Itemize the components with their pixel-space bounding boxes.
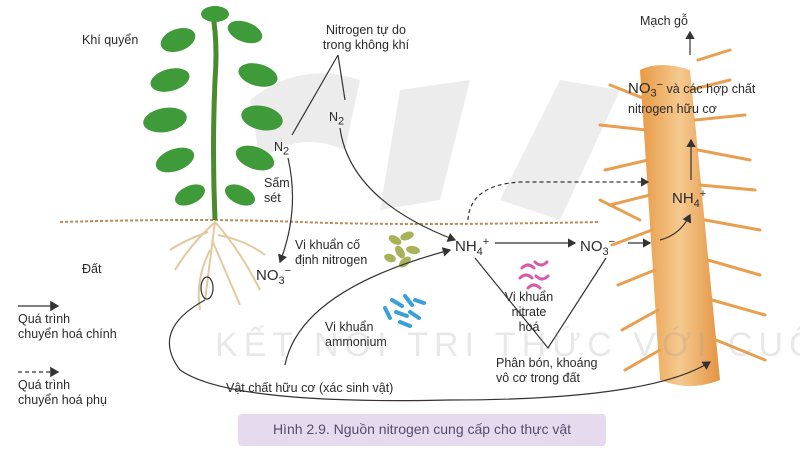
no3-top-sub: 3	[650, 87, 657, 100]
watermark-text: KẾT NỐI TRI THỨC VỚI CUỘC SỐNG	[215, 326, 800, 364]
no3-left-charge: −	[284, 265, 292, 277]
root-nodule-highlight	[200, 276, 214, 300]
no3-top-charge: −	[656, 79, 664, 91]
label-fixing-bacteria: Vi khuẩn cố định nitrogen	[295, 238, 368, 267]
plant-illustration	[143, 6, 283, 221]
figure-caption: Hình 2.9. Nguồn nitrogen cung cấp cho th…	[272, 421, 572, 437]
nitrate-bacteria-image	[518, 260, 550, 290]
label-atmosphere: Khí quyển	[82, 33, 139, 47]
label-nitrate-bacteria: Vi khuẩn nitrate hoá	[504, 290, 554, 334]
no3-center-sub: 3	[602, 246, 609, 258]
nitrogen-fixing-bacteria-image	[384, 231, 420, 268]
nh4-center-formula: NH	[455, 238, 477, 255]
no3-left-formula: NO	[256, 267, 279, 284]
soil-surface-line	[59, 219, 601, 225]
label-no3-and-compounds: NO3− và các hợp chất nitrogen hữu cơ	[628, 78, 755, 117]
label-organic-matter: Vật chất hữu cơ (xác sinh vật)	[226, 381, 394, 395]
watermark-logo	[250, 73, 620, 220]
label-free-nitrogen: Nitrogen tự do trong không khí	[322, 23, 410, 52]
no3-center: NO3−	[580, 236, 615, 258]
no3-left-sub: 3	[278, 275, 285, 287]
label-soil: Đất	[82, 262, 102, 276]
n2-left-symbol: N	[274, 140, 284, 154]
nh4-root: NH4+	[672, 188, 706, 210]
no3-center-formula: NO	[580, 238, 603, 255]
nh4-center-charge: +	[482, 236, 490, 248]
label-fertilizer: Phân bón, khoáng vô cơ trong đất	[496, 356, 598, 385]
process-arrows	[169, 30, 712, 402]
nh4-center-sub: 4	[476, 246, 483, 258]
legend-side-process: Quá trình chuyển hoá phụ	[18, 378, 107, 407]
no3-left: NO3−	[256, 265, 291, 287]
side-process-dashed-arrow	[467, 177, 650, 221]
no3-top-formula: NO	[628, 80, 651, 98]
label-n2-left: N2	[274, 140, 289, 160]
label-lightning: Sấm sét	[264, 176, 290, 205]
label-ammonium-bacteria: Vi khuẩn ammonium	[325, 320, 387, 349]
compounds-text: và các hợp chất nitrogen hữu cơ	[628, 82, 756, 116]
nh4-center: NH4+	[455, 236, 489, 258]
legend-main-process: Quá trình chuyển hoá chính	[18, 312, 117, 341]
n2-left-subscript: 2	[283, 145, 290, 158]
caption-box: Hình 2.9. Nguồn nitrogen cung cấp cho th…	[238, 414, 606, 446]
label-n2-right: N2	[329, 110, 344, 130]
root-cross-section	[598, 48, 767, 386]
no3-center-charge: −	[608, 236, 616, 248]
n2-right-symbol: N	[329, 110, 339, 124]
label-xylem: Mạch gỗ	[640, 14, 688, 28]
nh4-root-charge: +	[699, 188, 707, 200]
ammonium-bacteria-image	[383, 294, 426, 328]
n2-right-subscript: 2	[338, 115, 345, 128]
plant-roots	[169, 221, 266, 311]
nh4-root-formula: NH	[672, 190, 694, 207]
nh4-root-sub: 4	[693, 198, 700, 210]
